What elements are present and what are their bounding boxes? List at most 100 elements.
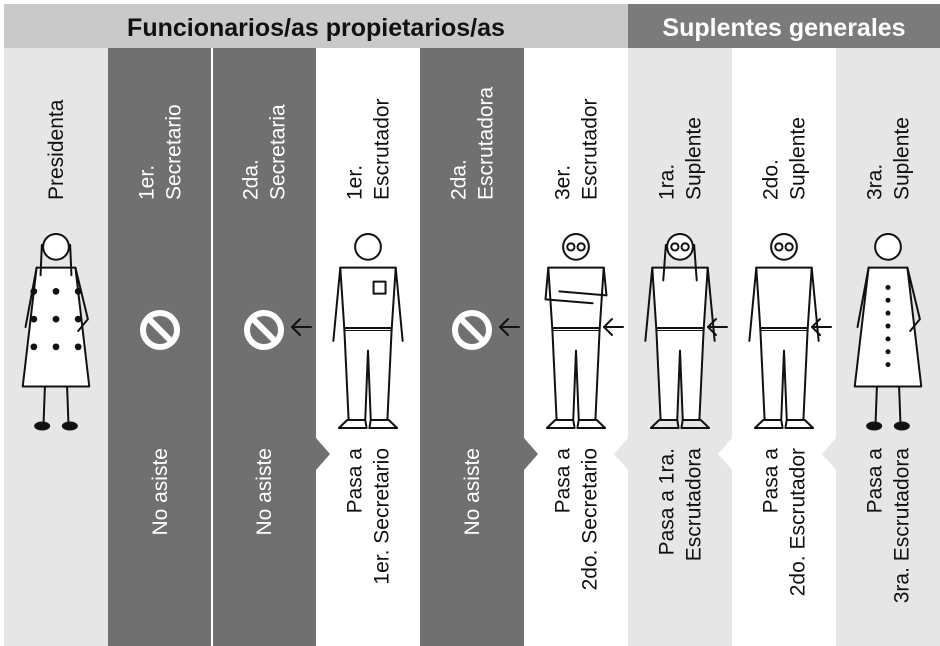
role-label-line: 1er. (136, 165, 159, 200)
person-left-shoe (337, 419, 368, 429)
role-label-line: Presidenta (45, 99, 68, 200)
status-label-line: Escrutadora (683, 448, 706, 562)
dress-button (885, 284, 891, 290)
arrow-left-icon (603, 318, 624, 336)
header-owners-title: Funcionarios/as propietarios/as (127, 14, 505, 42)
prohibited-icon-bar (458, 316, 486, 344)
status-notch (614, 438, 628, 470)
prohibited-icon-ring (452, 310, 492, 350)
prohibited-icon (244, 310, 284, 350)
dress-button (885, 362, 891, 368)
arrow-left-icon (811, 318, 832, 336)
status-label-line: 2do. Secretario (579, 448, 602, 590)
person-man-glasses-figure (748, 233, 820, 429)
dress-button (885, 323, 891, 329)
dress-flower-pattern (30, 288, 38, 295)
person-hair (69, 243, 73, 277)
person-left-leg (874, 385, 878, 425)
status-label-line: Pasa a (864, 448, 887, 514)
status-label-line: 3ra. Escrutadora (891, 448, 914, 604)
person-hair (662, 243, 667, 282)
person-right-shoe (893, 421, 910, 431)
role-label-line: Escrutador (371, 98, 394, 200)
prohibited-icon-bar (146, 316, 174, 344)
arrow-head (811, 318, 821, 336)
person-trousers (551, 330, 601, 421)
status-notch (822, 438, 836, 470)
arrow-left-icon (707, 318, 728, 336)
person-trousers (759, 330, 809, 421)
prohibited-icon (140, 310, 180, 350)
role-label-line: Suplente (787, 117, 810, 200)
person-glasses (576, 242, 586, 252)
person-right-shoe (61, 421, 78, 431)
person-left-shoe (753, 419, 784, 429)
dress-flower-pattern (30, 343, 38, 351)
dress-button (885, 297, 891, 303)
dress-button (885, 336, 891, 342)
role-label-line: 1er. (344, 165, 367, 200)
dress-flower-pattern (30, 315, 38, 323)
person-glasses (680, 242, 690, 252)
person-trousers (655, 330, 705, 421)
prohibited-icon-ring (244, 310, 284, 350)
status-label-line: No asiste (461, 448, 484, 536)
status-label-line: 2do. Escrutador (787, 448, 810, 596)
arrow-left-icon (291, 318, 312, 336)
header-layer: Funcionarios/as propietarios/as Suplente… (4, 4, 940, 48)
arrow-left-icon (499, 318, 520, 336)
person-man-bald-figure (332, 233, 404, 429)
person-right-leg (66, 385, 70, 425)
person-shirt-pocket (372, 280, 387, 295)
person-torso (755, 266, 813, 332)
person-glasses (784, 242, 794, 252)
dress-flower-pattern (74, 343, 82, 351)
person-left-arm (332, 266, 342, 342)
person-left-shoe (34, 421, 51, 431)
person-head (874, 233, 902, 261)
person-torso (339, 266, 397, 332)
status-notch (524, 438, 538, 470)
person-head (562, 233, 590, 261)
person-torso (651, 266, 709, 332)
dress-flower-pattern (74, 288, 82, 295)
person-woman-sundress-figure (853, 233, 923, 431)
arrow-head (603, 318, 613, 336)
person-woman-dress-figure (21, 233, 91, 431)
prohibited-icon-ring (140, 310, 180, 350)
role-label-line: Secretaria (267, 104, 290, 200)
status-label-line: Pasa a 1ra. (656, 448, 679, 555)
person-head (42, 233, 70, 261)
status-label-line: No asiste (149, 448, 172, 536)
person-woman-jacket-figure (644, 233, 716, 429)
person-left-shoe (866, 421, 883, 431)
person-right-arm (74, 266, 89, 332)
dress-flower-pattern (52, 288, 60, 295)
dress-flower-pattern (52, 315, 60, 323)
person-right-shoe (576, 419, 607, 429)
column-1: Presidenta (4, 48, 108, 646)
role-label-line: Suplente (683, 117, 706, 200)
person-left-arm (856, 266, 870, 329)
person-head (354, 233, 382, 261)
role-label-line: Escrutador (579, 98, 602, 200)
status-label-line: Pasa a (760, 448, 783, 514)
arrow-head (499, 318, 509, 336)
person-right-shoe (680, 419, 711, 429)
dress-button (885, 349, 891, 355)
person-trousers (343, 330, 393, 421)
person-left-arm (644, 266, 654, 342)
prohibited-icon (452, 310, 492, 350)
header-substitutes-background (628, 4, 940, 48)
person-glasses (566, 242, 576, 252)
